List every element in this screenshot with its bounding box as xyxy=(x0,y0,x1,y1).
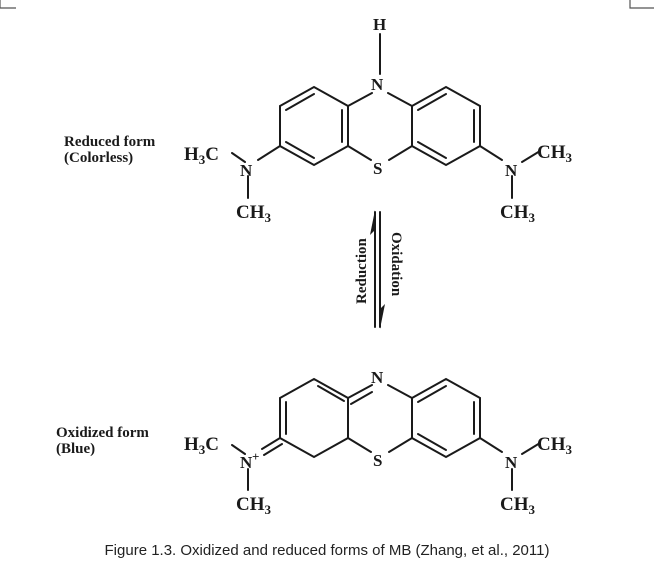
oxidized-structure xyxy=(231,377,541,491)
oxidized-right-n-atom: N xyxy=(505,453,518,472)
reduced-h-atom: H xyxy=(373,15,386,34)
reduced-ring-s-atom: S xyxy=(373,159,382,178)
reduction-label: Reduction xyxy=(354,238,370,304)
oxidized-form-label: Oxidized form xyxy=(56,425,149,441)
reduced-left-h3c: H3C xyxy=(184,144,219,167)
oxidized-left-ring-double-bonds xyxy=(285,385,345,435)
figure-caption: Figure 1.3. Oxidized and reduced forms o… xyxy=(104,542,550,559)
oxidized-form-color: (Blue) xyxy=(56,441,95,457)
reduced-right-ch3-top: CH3 xyxy=(537,142,573,165)
reduced-left-amine-bonds xyxy=(231,145,281,199)
reduced-left-n-atom: N xyxy=(240,161,253,180)
oxidized-left-charge: + xyxy=(252,449,259,464)
oxidized-central-bonds xyxy=(347,384,413,453)
oxidation-label: Oxidation xyxy=(388,232,404,297)
oxidized-ring-n-atom: N xyxy=(371,368,384,387)
oxidized-left-h3c: H3C xyxy=(184,434,219,457)
reduced-right-ring-double-bonds xyxy=(417,93,475,159)
frame-corner-left xyxy=(0,0,16,9)
oxidized-right-ch3-bottom: CH3 xyxy=(500,494,536,517)
oxidized-right-amine-bonds xyxy=(479,437,541,491)
oxidized-left-n-atom: N xyxy=(240,453,253,472)
reduced-ring-n-atom: N xyxy=(371,75,384,94)
oxidized-left-iminium-bonds xyxy=(231,437,283,491)
oxidized-right-ring xyxy=(411,377,481,459)
reduced-structure xyxy=(231,33,541,199)
reduced-form-label: Reduced form xyxy=(64,134,156,150)
equilibrium-arrows xyxy=(370,210,385,329)
reduced-right-amine-bonds xyxy=(479,145,541,199)
oxidized-ring-s-atom: S xyxy=(373,451,382,470)
reduced-left-ch3: CH3 xyxy=(236,202,272,225)
oxidized-left-ch3: CH3 xyxy=(236,494,272,517)
reduced-right-ring xyxy=(411,85,481,167)
frame-corner-right xyxy=(629,0,654,9)
oxidized-left-ring xyxy=(279,377,349,459)
reduction-arrowhead xyxy=(370,210,375,235)
reduced-left-ring-double-bonds xyxy=(285,93,343,159)
oxidized-right-ring-double-bonds xyxy=(417,385,475,451)
reduced-central-bonds xyxy=(347,92,413,161)
reduced-form-color: (Colorless) xyxy=(64,150,133,166)
reduced-right-ch3-bottom: CH3 xyxy=(500,202,536,225)
oxidized-right-ch3-top: CH3 xyxy=(537,434,573,457)
reduced-right-n-atom: N xyxy=(505,161,518,180)
oxidation-arrowhead xyxy=(380,304,385,329)
reduced-left-ring xyxy=(279,85,349,167)
